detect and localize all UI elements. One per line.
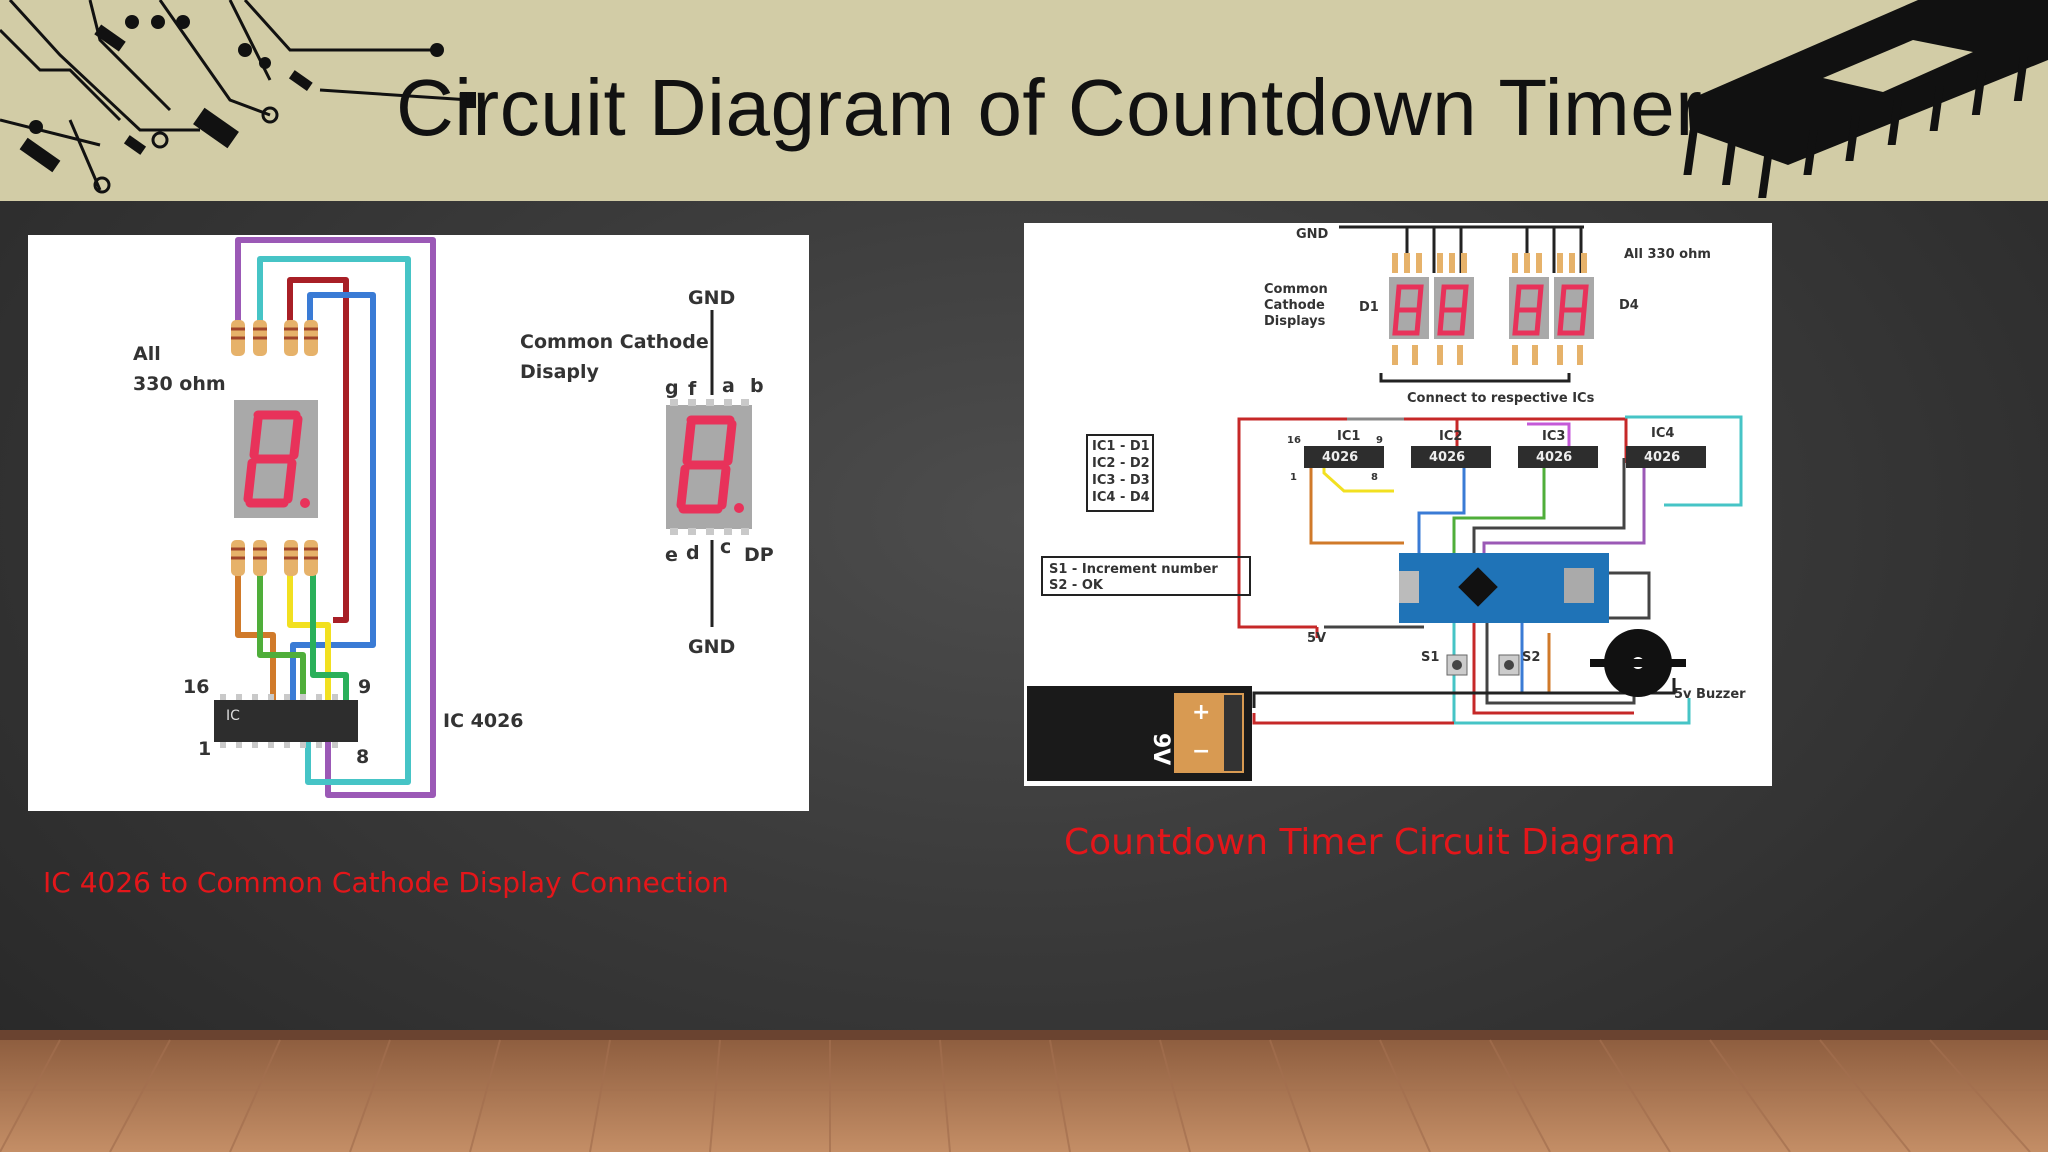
switch-note-1: S1 - Increment number: [1049, 562, 1218, 577]
display-label-line1: Common Cathode: [520, 331, 709, 353]
gnd-label: GND: [1296, 227, 1329, 242]
resistor-label-line2: 330 ohm: [133, 373, 226, 395]
pinout-display: [666, 310, 752, 627]
ic-chip: IC: [214, 694, 358, 748]
microchip-icon: [1683, 0, 2048, 198]
ic3-chip-text: 4026: [1536, 450, 1572, 465]
wood-floor: [0, 1030, 2048, 1152]
pin-d-label: d: [686, 542, 700, 564]
ic4026-display-connection-diagram: IC All 330 ohm 16 9 1 8 IC 4026 Common C…: [28, 235, 809, 811]
mapping-4: IC4 - D4: [1092, 490, 1150, 505]
gnd-bottom-label: GND: [688, 636, 735, 658]
battery-minus: −: [1192, 739, 1210, 764]
pin-b-label: b: [750, 375, 764, 397]
circuit-trace-decoration: [0, 0, 476, 194]
d1-label: D1: [1359, 300, 1379, 315]
battery-label: 9V: [1148, 733, 1173, 765]
title-banner: Circuit Diagram of Countdown Timer:: [0, 0, 2048, 201]
pin-a-label: a: [722, 375, 735, 397]
mapping-3: IC3 - D3: [1092, 473, 1150, 488]
battery-plus: +: [1192, 700, 1210, 725]
ic1-pin1-label: 1: [1290, 472, 1297, 483]
switch-note-2: S2 - OK: [1049, 578, 1104, 593]
pin-c-label: c: [720, 536, 731, 558]
push-switches: [1446, 654, 1520, 676]
slide-title: Circuit Diagram of Countdown Timer:: [396, 63, 1726, 152]
pin-dp-label: DP: [744, 544, 774, 566]
ic4-label: IC4: [1651, 426, 1674, 441]
displays-label-line3: Displays: [1264, 314, 1326, 329]
d4-label: D4: [1619, 298, 1639, 313]
arduino-nano-board: [1399, 553, 1609, 623]
buzzer-icon: [1590, 629, 1686, 697]
resistor-note: All 330 ohm: [1624, 247, 1711, 262]
mapping-2: IC2 - D2: [1092, 456, 1150, 471]
ic1-pin16-label: 16: [1287, 435, 1301, 446]
four-digit-displays: [1389, 253, 1594, 365]
displays-label-line2: Cathode: [1264, 298, 1325, 313]
ic-pin-9: 9: [358, 676, 371, 698]
v5-label: 5V: [1307, 631, 1326, 646]
s1-label: S1: [1421, 650, 1439, 665]
ic1-label: IC1: [1337, 429, 1360, 444]
ic-pin-16: 16: [183, 676, 209, 698]
ic-pin-1: 1: [198, 738, 211, 760]
s2-label: S2: [1522, 650, 1540, 665]
seven-segment-display: [234, 400, 318, 518]
ic-name: IC 4026: [443, 710, 524, 732]
displays-label-line1: Common: [1264, 282, 1328, 297]
display-label-line2: Disaply: [520, 361, 600, 383]
right-figure-caption: Countdown Timer Circuit Diagram: [1064, 822, 1676, 863]
ic-pin-8: 8: [356, 746, 369, 768]
ic2-chip-text: 4026: [1429, 450, 1465, 465]
ic-chips: [1304, 446, 1706, 468]
pin-g-label: g: [665, 377, 679, 399]
resistor-array-top: [231, 320, 318, 356]
ic1-chip-text: 4026: [1322, 450, 1358, 465]
ic-chip-text: IC: [226, 708, 240, 724]
buzzer-label: 5v Buzzer: [1674, 687, 1746, 702]
resistor-label-line1: All: [133, 343, 161, 365]
ic1-pin9-label: 9: [1376, 435, 1383, 446]
left-figure-caption: IC 4026 to Common Cathode Display Connec…: [43, 866, 729, 899]
pin-f-label: f: [688, 378, 697, 400]
ic2-label: IC2: [1439, 429, 1462, 444]
battery-icon: 9V + −: [1027, 686, 1252, 781]
ic1-pin8-label: 8: [1371, 472, 1378, 483]
connect-note: Connect to respective ICs: [1407, 391, 1595, 406]
mapping-1: IC1 - D1: [1092, 439, 1150, 454]
gnd-top-label: GND: [688, 287, 735, 309]
ic4-chip-text: 4026: [1644, 450, 1680, 465]
pin-e-label: e: [665, 544, 678, 566]
resistor-array-bottom: [231, 540, 318, 576]
countdown-timer-circuit-diagram: 9V + − GND All 330 ohm Common Cathode Di…: [1024, 223, 1772, 786]
ic3-label: IC3: [1542, 429, 1565, 444]
